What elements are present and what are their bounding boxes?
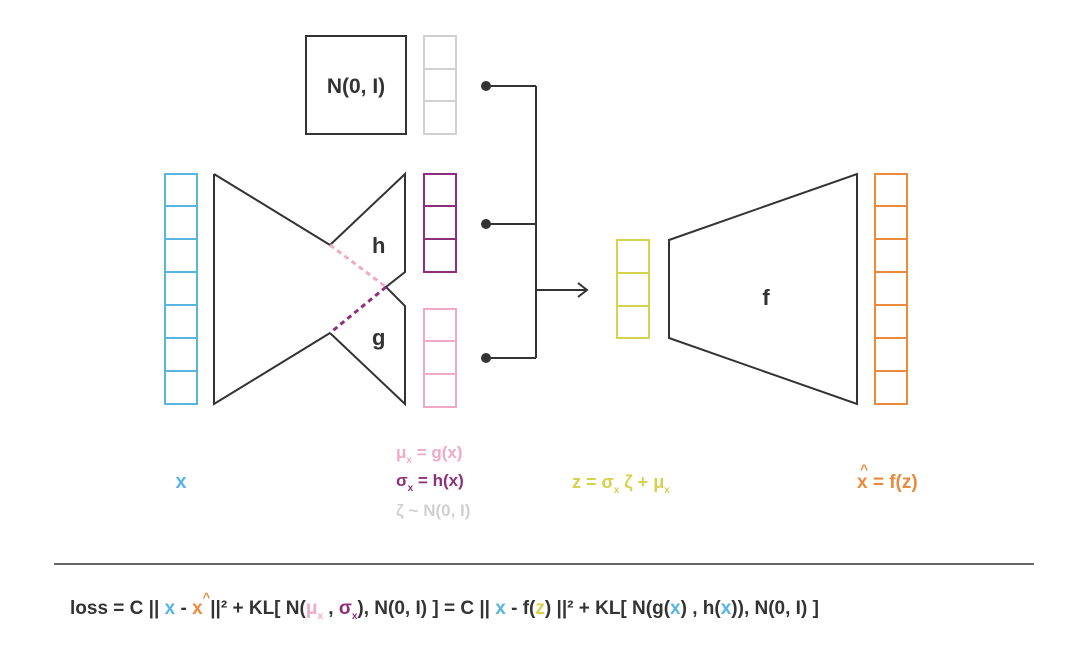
encoder-g-label: g — [372, 325, 385, 350]
loss-p12: ), N(0, I) ] = C || — [357, 598, 495, 619]
output-vector-xhat — [874, 173, 908, 405]
z-vector — [616, 239, 650, 339]
label-z: z = σx ζ + μx — [572, 472, 670, 496]
label-zeta: ζ ~ N(0, I) — [396, 501, 470, 520]
loss-sigma: σ — [339, 598, 352, 619]
mu-equation: = g(x) — [412, 443, 463, 462]
loss-p14: - f( — [506, 598, 536, 619]
loss-mu: μ — [306, 598, 318, 619]
decoder-f-label: f — [762, 285, 770, 310]
z-sub1: x — [614, 485, 620, 496]
normal-prior-box — [305, 35, 407, 135]
label-mu: μx = g(x) — [396, 443, 463, 466]
loss-p20: )), N(0, I) ] — [731, 598, 819, 619]
mu-vector — [423, 308, 457, 408]
loss-x3: x — [670, 598, 681, 619]
sigma-symbol: σ — [396, 471, 408, 490]
xhat-equation: = f(z) — [868, 472, 918, 493]
z-part1: z = σ — [572, 472, 614, 492]
sigma-vector — [423, 173, 457, 273]
loss-p16: ) ||² + KL[ N(g( — [545, 598, 671, 619]
label-x: x — [175, 471, 186, 493]
loss-hat: ^ — [203, 590, 211, 605]
loss-mu-sub: x — [317, 611, 323, 622]
loss-comma: , — [323, 598, 339, 619]
zeta-vector — [423, 35, 457, 135]
sigma-subscript: x — [408, 483, 414, 494]
sampling-connectors — [486, 85, 589, 359]
encoder-shape — [213, 171, 406, 407]
z-sub2: x — [664, 485, 670, 496]
input-vector-x — [164, 173, 198, 405]
label-xhat-hat: ^ — [860, 461, 868, 477]
loss-p6: ||² + KL[ N( — [210, 598, 306, 619]
sigma-equation: = h(x) — [413, 471, 464, 490]
loss-formula: loss = C || x - x^||² + KL[ N(μx , σx), … — [70, 590, 819, 622]
loss-minus1: - — [175, 598, 192, 619]
decoder-shape — [668, 172, 858, 406]
loss-x4: x — [721, 598, 732, 619]
loss-p18: ) , h( — [681, 598, 722, 619]
normal-prior-label: N(0, I) — [327, 75, 385, 98]
loss-x2: x — [495, 598, 506, 619]
connector-dots — [481, 81, 491, 363]
encoder-h-label: h — [372, 233, 385, 258]
label-sigma: σx = h(x) — [396, 471, 464, 494]
xhat-x: x — [857, 472, 868, 493]
loss-sigma-sub: x — [352, 611, 358, 622]
loss-z: z — [535, 598, 545, 619]
z-part2: ζ + μ — [619, 472, 664, 493]
loss-x1: x — [165, 598, 176, 619]
label-xhat: x = f(z) — [857, 472, 918, 493]
loss-xhat: x — [192, 598, 203, 619]
mu-symbol: μ — [396, 443, 406, 462]
loss-p1: loss = C || — [70, 598, 165, 619]
mu-subscript: x — [406, 455, 412, 466]
encoder-dashed-links — [329, 243, 387, 335]
